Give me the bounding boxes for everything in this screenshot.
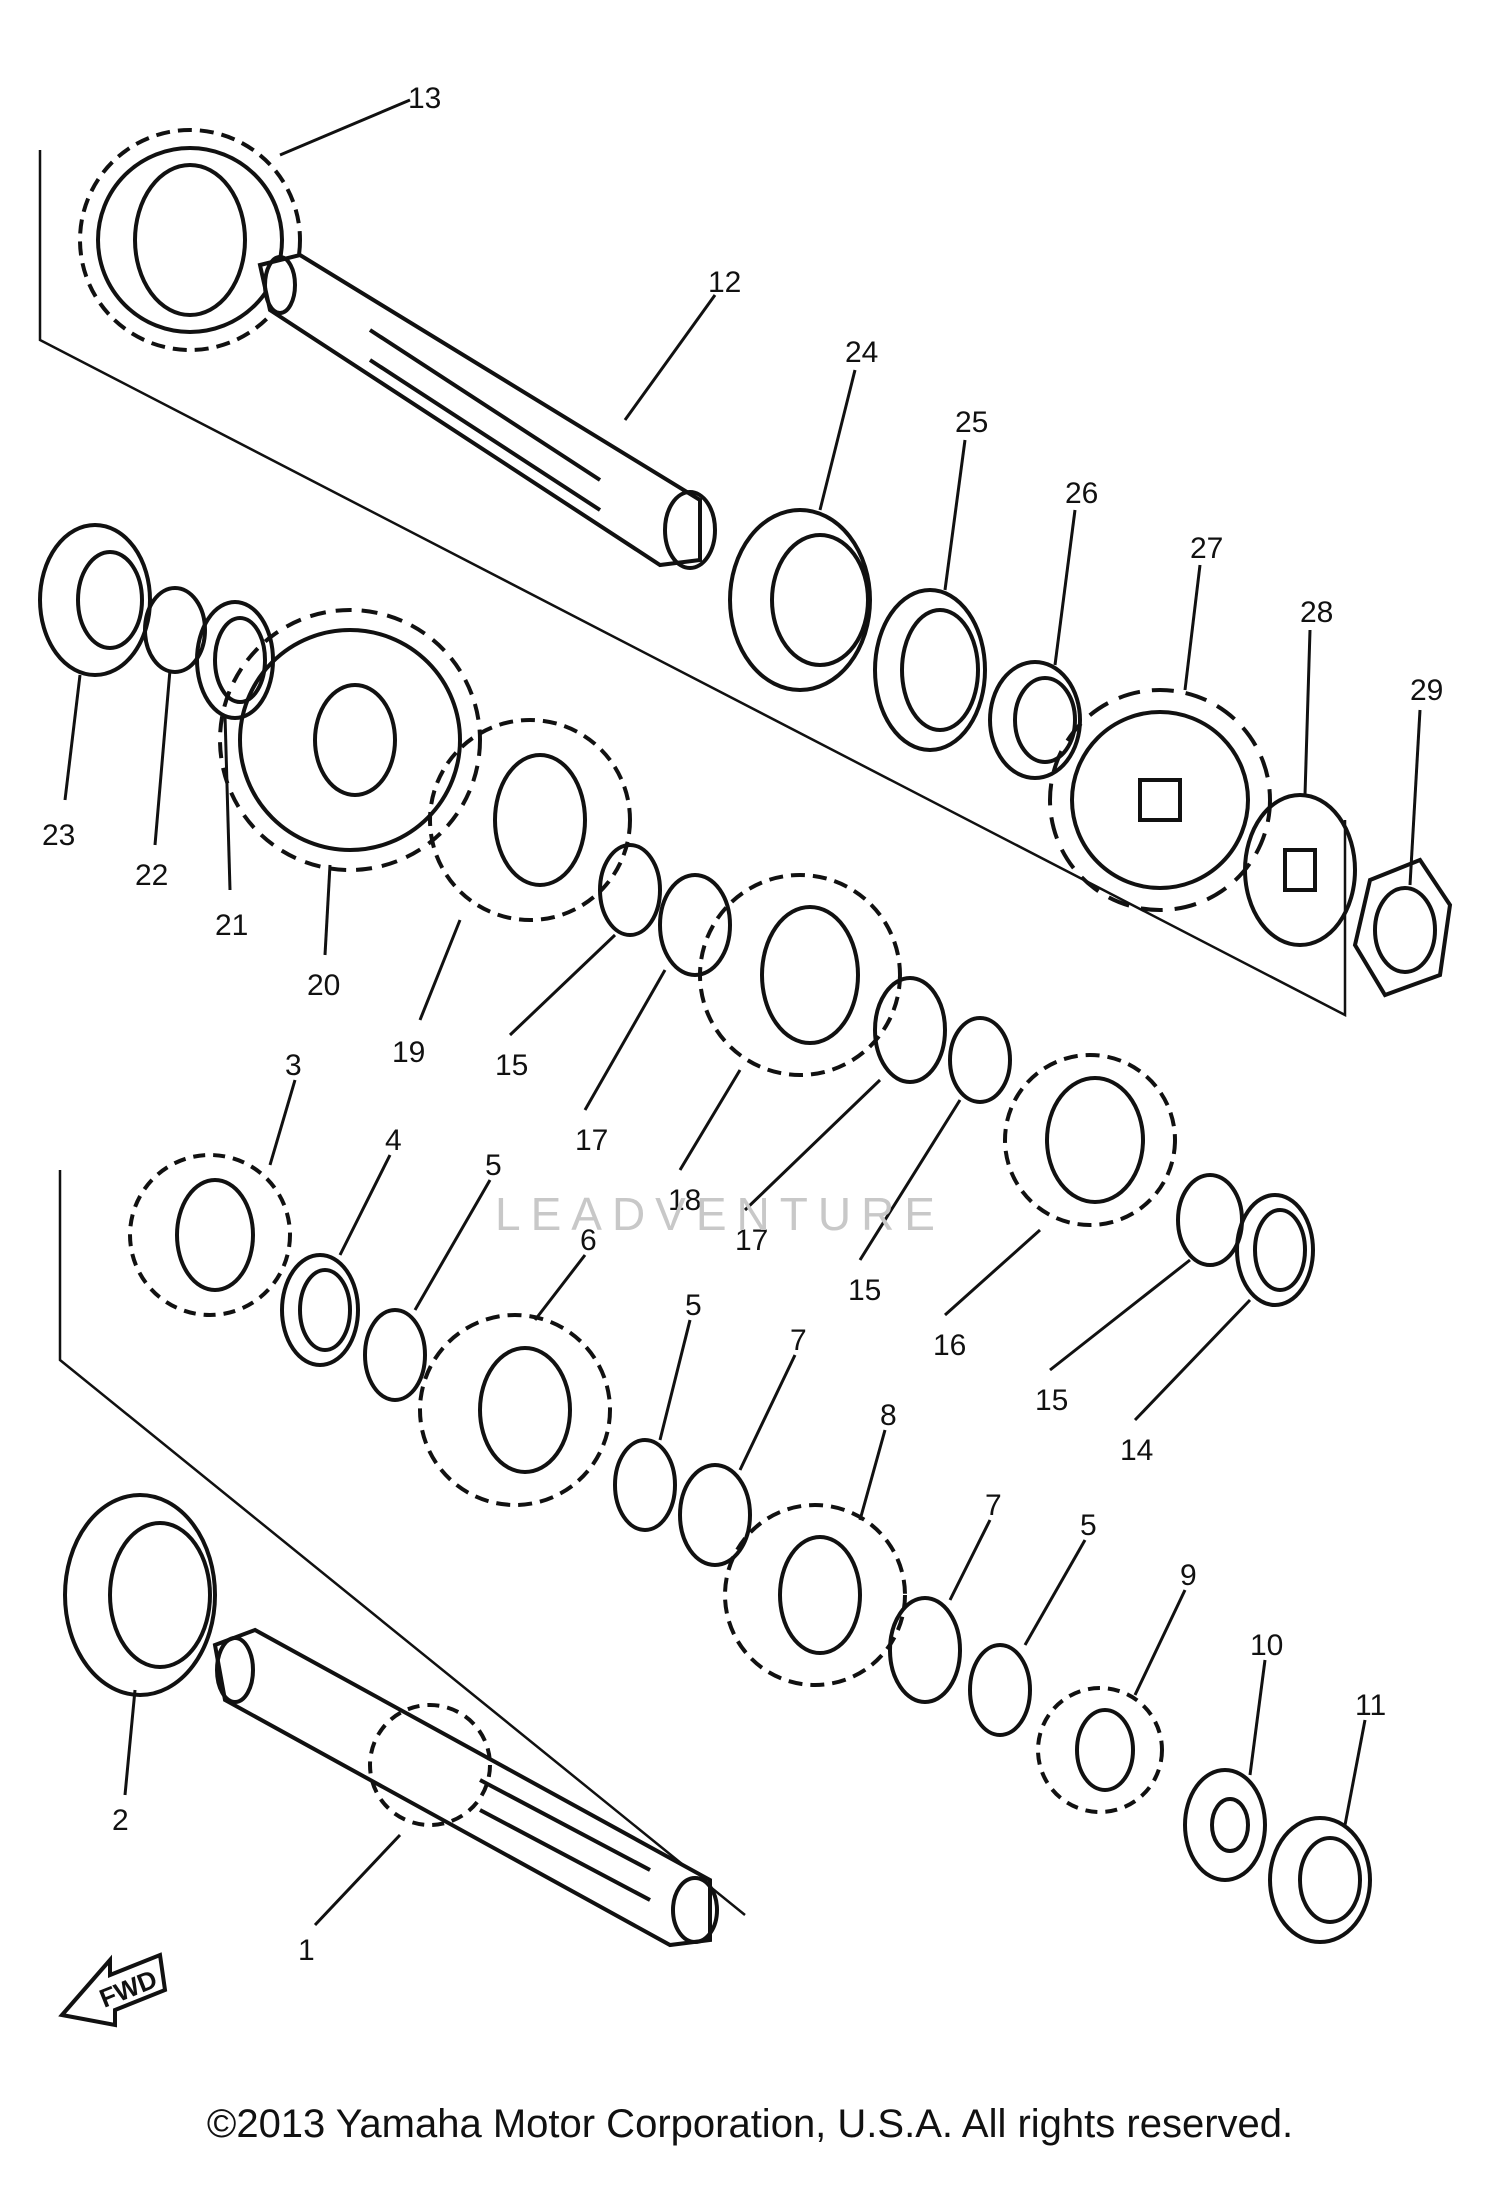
nut-29: [1352, 857, 1453, 998]
callout-7-left: 7: [790, 1324, 807, 1357]
washer-4: [280, 1253, 360, 1367]
callout-17-upper: 17: [575, 1124, 608, 1157]
callout-20: 20: [307, 969, 340, 1002]
circlip-5b: [613, 1438, 677, 1532]
callout-11: 11: [1355, 1689, 1386, 1722]
callout-24: 24: [845, 336, 878, 369]
callout-26: 26: [1065, 477, 1098, 510]
callout-4: 4: [385, 1124, 402, 1157]
gear-13: [78, 128, 302, 352]
callout-5-right: 5: [1080, 1509, 1097, 1542]
callout-8: 8: [880, 1399, 897, 1432]
callout-29: 29: [1410, 674, 1443, 707]
callout-5-left: 5: [485, 1149, 502, 1182]
circlip-15c: [1176, 1173, 1244, 1267]
leader-lines: [63, 98, 1422, 1927]
gear-18: [698, 873, 902, 1077]
callout-7-right: 7: [985, 1489, 1002, 1522]
washer-21: [195, 600, 275, 720]
callout-1: 1: [298, 1934, 315, 1967]
callout-18: 18: [668, 1184, 701, 1217]
callout-15-middle: 15: [848, 1274, 881, 1307]
drive-axle-1: [212, 1627, 719, 1948]
callout-23: 23: [42, 819, 75, 852]
washer-17a: [658, 873, 732, 977]
oil-seal-25: [873, 588, 987, 752]
main-axle-frame: [38, 150, 1347, 1018]
callout-6: 6: [580, 1224, 597, 1257]
washer-10: [1183, 1768, 1267, 1882]
callout-15-right: 15: [1035, 1384, 1068, 1417]
lock-washer-28: [1243, 793, 1357, 947]
callout-numbers: 13 12 24 25 26 27 28 29 23 22 21 20 19 1…: [42, 82, 1443, 1967]
bearing-23: [38, 523, 152, 677]
callout-21: 21: [215, 909, 248, 942]
copyright-notice: ©2013 Yamaha Motor Corporation, U.S.A. A…: [206, 2102, 1294, 2146]
circlip-5a: [363, 1308, 427, 1402]
gear-9: [1036, 1686, 1164, 1814]
callout-14: 14: [1120, 1434, 1153, 1467]
callout-3: 3: [285, 1049, 302, 1082]
gear-3: [128, 1153, 292, 1317]
callout-5-middle: 5: [685, 1289, 702, 1322]
forward-arrow-icon: FWD: [58, 1952, 168, 2028]
gear-16: [1003, 1053, 1177, 1227]
circlip-15b: [948, 1016, 1012, 1104]
callout-16: 16: [933, 1329, 966, 1362]
callout-22: 22: [135, 859, 168, 892]
gear-6: [418, 1313, 612, 1507]
callout-2: 2: [112, 1804, 129, 1837]
drive-axle-frame: [58, 1170, 746, 1916]
callout-17-lower: 17: [735, 1224, 768, 1257]
collar-26: [988, 660, 1082, 780]
washer-14: [1235, 1193, 1315, 1307]
circlip-15a: [598, 843, 662, 937]
bearing-11: [1268, 1816, 1372, 1944]
washer-17b: [873, 976, 947, 1084]
callout-28: 28: [1300, 596, 1333, 629]
washer-7b: [888, 1596, 962, 1704]
callout-27: 27: [1190, 532, 1223, 565]
gear-20: [218, 608, 482, 872]
callout-9: 9: [1180, 1559, 1197, 1592]
callout-10: 10: [1250, 1629, 1283, 1662]
callout-13: 13: [408, 82, 441, 115]
callout-12: 12: [708, 266, 741, 299]
gear-8: [723, 1503, 907, 1687]
gear-19: [428, 718, 632, 922]
watermark-text: LEADVENTURE: [495, 1188, 945, 1240]
washer-7a: [678, 1463, 752, 1567]
callout-15-upper: 15: [495, 1049, 528, 1082]
callout-25: 25: [955, 406, 988, 439]
callout-19: 19: [392, 1036, 425, 1069]
bearing-2: [63, 1493, 217, 1697]
sprocket-27: [1048, 688, 1272, 912]
circlip-5c: [968, 1643, 1032, 1737]
main-axle-12: [257, 252, 717, 570]
bearing-24: [728, 508, 872, 692]
circlip-22: [143, 586, 207, 674]
